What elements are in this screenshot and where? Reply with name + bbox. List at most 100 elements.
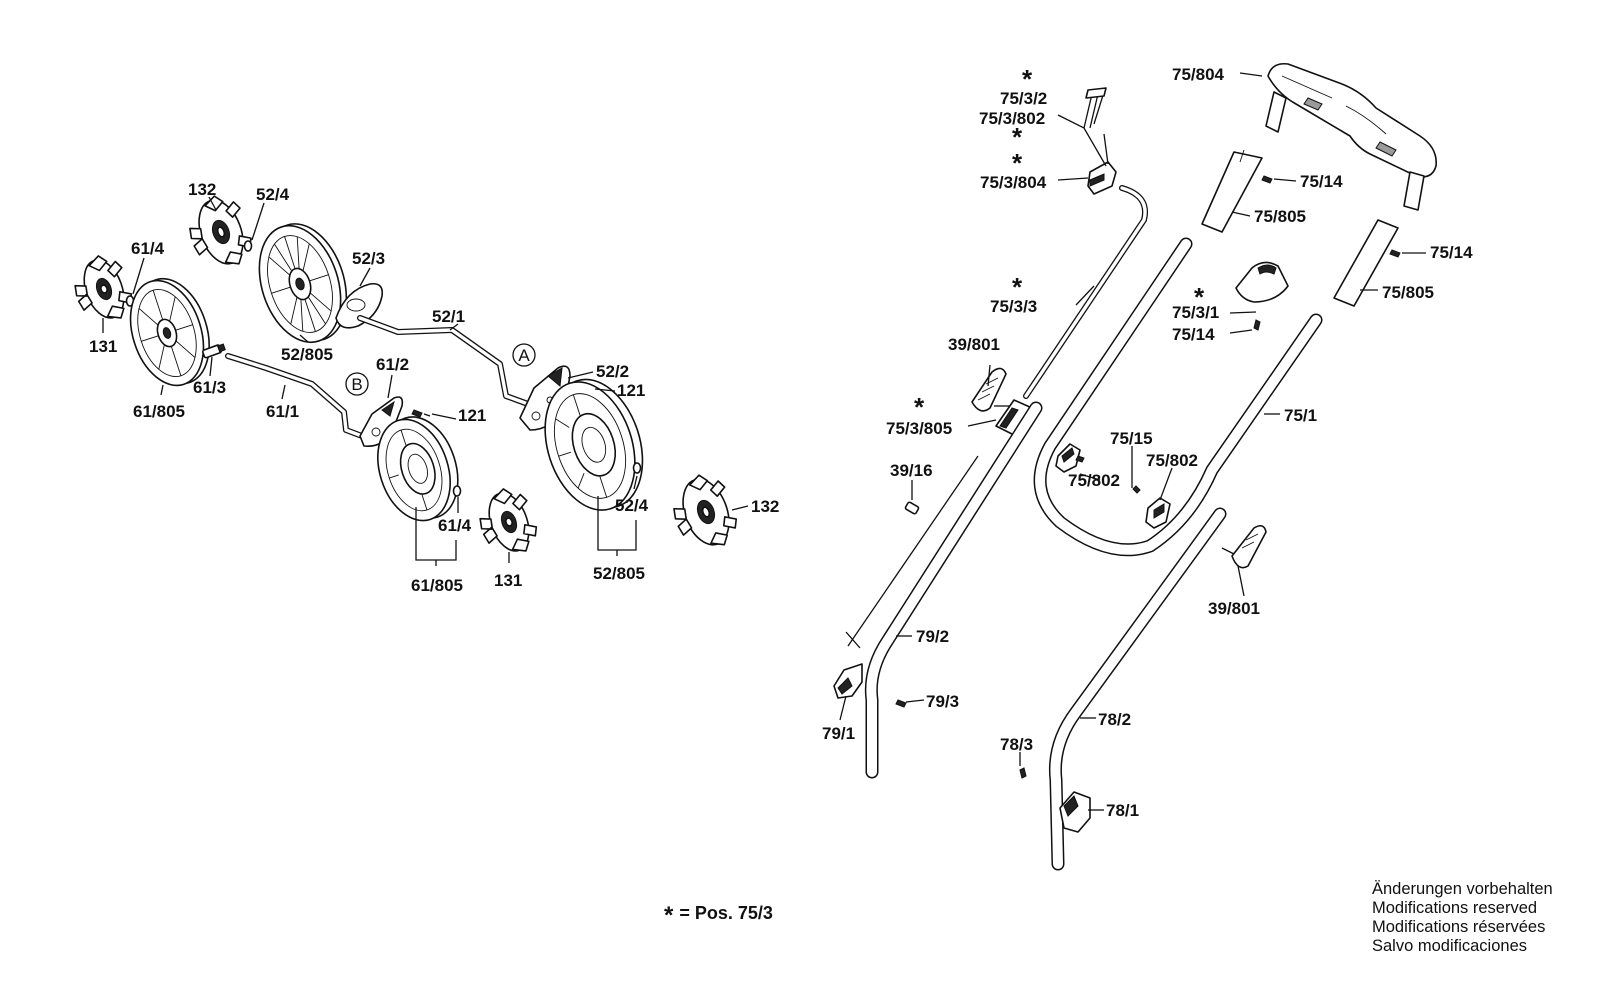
screw-75-14-b: [1389, 249, 1401, 258]
pin-61-3: [201, 343, 226, 359]
label-132-top: 132: [188, 180, 216, 199]
label-61-805-top: 61/805: [133, 402, 185, 421]
label-78-3: 78/3: [1000, 735, 1033, 754]
label-39-16: 39/16: [890, 461, 933, 480]
leader-lines-left: [102, 196, 749, 566]
washer-52-4-bottom: [632, 462, 642, 474]
label-39-801-a: 39/801: [948, 335, 1000, 354]
hubcap-132-top: [189, 195, 252, 265]
handle-lower-79-2: [845, 401, 1043, 779]
notice-en: Modifications reserved: [1372, 899, 1538, 917]
cover-75-3-1: [1235, 261, 1289, 303]
label-52-4-top: 52/4: [256, 185, 290, 204]
bracket-52-3: [335, 282, 384, 329]
screw-75-15: [1075, 455, 1141, 494]
label-61-3: 61/3: [193, 378, 226, 397]
footnote-asterisk-legend: *= Pos. 75/3: [664, 902, 773, 930]
handle-cover-75-805-a: [1201, 149, 1263, 233]
screw-79-3: [895, 699, 907, 708]
label-52-1: 52/1: [432, 307, 465, 326]
wheel-61-805-bottom: [377, 416, 459, 522]
label-52-4-bottom: 52/4: [615, 496, 649, 515]
hubcap-131-left: [74, 255, 133, 319]
label-61-805-bottom: 61/805: [411, 576, 463, 595]
footnote-text: = Pos. 75/3: [679, 903, 773, 923]
bracket-61-2: [359, 396, 404, 448]
label-75-14-c: 75/14: [1172, 325, 1215, 344]
handle-lower-78-2: [1048, 507, 1227, 871]
label-132-bottom: 132: [751, 497, 779, 516]
knob-39-801-b: [1221, 524, 1267, 569]
handle-75-1: [1033, 237, 1323, 557]
notice-de: Änderungen vorbehalten: [1372, 880, 1553, 898]
label-61-4-top: 61/4: [131, 239, 165, 258]
label-78-1: 78/1: [1106, 801, 1139, 820]
label-61-2: 61/2: [376, 355, 409, 374]
wheel-61-805-top: [129, 277, 210, 387]
asterisk-75-3-2: *: [1022, 64, 1033, 94]
wheel-52-805-top: [258, 223, 348, 344]
label-79-1: 79/1: [822, 724, 855, 743]
clamp-78-1: [1059, 791, 1091, 833]
label-75-805-b: 75/805: [1382, 283, 1434, 302]
label-79-2: 79/2: [916, 627, 949, 646]
washer-61-4-bottom: [452, 485, 462, 497]
label-78-2: 78/2: [1098, 710, 1131, 729]
handle-cover-75-805-b: [1333, 219, 1399, 307]
label-75-3-805: 75/3/805: [886, 419, 952, 438]
label-79-3: 79/3: [926, 692, 959, 711]
label-75-15: 75/15: [1110, 429, 1153, 448]
svg-text:B: B: [351, 375, 362, 394]
label-131-left: 131: [89, 337, 117, 356]
label-121-b: 121: [458, 406, 486, 425]
modifications-notice: Änderungen vorbehalten Modifications res…: [1372, 880, 1553, 956]
label-75-1: 75/1: [1284, 406, 1317, 425]
washer-52-4-top: [243, 240, 253, 252]
footnote-star: *: [664, 902, 674, 929]
clamp-75-802-b: [1145, 497, 1171, 529]
hubcap-131-bottom: [479, 488, 538, 552]
label-39-801-b: 39/801: [1208, 599, 1260, 618]
clamp-75-802-a: [1055, 443, 1081, 473]
leader-lines-right: [839, 72, 1426, 811]
screw-75-14-a: [1261, 175, 1273, 184]
pin-39-16: [904, 501, 920, 515]
asterisk-75-3-805: *: [914, 392, 925, 422]
label-121-a: 121: [617, 381, 645, 400]
knob-39-801-a: [971, 367, 1010, 412]
label-131-bottom: 131: [494, 571, 522, 590]
wheel-52-805-bottom: [544, 378, 644, 511]
asterisk-75-3-802: *: [1012, 122, 1023, 152]
screw-78-3: [1019, 767, 1027, 779]
label-52-2: 52/2: [596, 362, 629, 381]
clamp-79-1: [833, 663, 863, 699]
label-75-3-3: 75/3/3: [990, 297, 1037, 316]
notice-es: Salvo modificaciones: [1372, 937, 1527, 955]
asterisk-75-3-1: *: [1194, 282, 1205, 312]
axle-61-1: [225, 353, 365, 439]
cable-75-3-3: [1023, 185, 1148, 399]
handle-grip-75-804: [1265, 62, 1437, 211]
label-75-805-a: 75/805: [1254, 207, 1306, 226]
label-75-14-a: 75/14: [1300, 172, 1343, 191]
hubcap-132-bottom: [673, 474, 738, 546]
label-75-3-802: 75/3/802: [979, 109, 1045, 128]
callout-a: A: [512, 343, 536, 367]
svg-text:A: A: [518, 346, 530, 365]
label-75-14-b: 75/14: [1430, 243, 1473, 262]
screw-75-14-c: [1253, 319, 1261, 331]
label-75-3-804: 75/3/804: [980, 173, 1047, 192]
label-61-1: 61/1: [266, 402, 299, 421]
cable-connector-75-3-2: [1083, 87, 1107, 129]
label-75-804: 75/804: [1172, 65, 1225, 84]
screw-121-b: [411, 409, 431, 418]
label-75-802-b: 75/802: [1146, 451, 1198, 470]
notice-fr: Modifications réservées: [1372, 918, 1546, 936]
axle-52-1: [357, 315, 531, 407]
label-75-802-a: 75/802: [1068, 471, 1120, 490]
label-75-3-2: 75/3/2: [1000, 89, 1047, 108]
switch-75-3-804: [1087, 133, 1117, 195]
label-52-3: 52/3: [352, 249, 385, 268]
label-52-805-top: 52/805: [281, 345, 333, 364]
